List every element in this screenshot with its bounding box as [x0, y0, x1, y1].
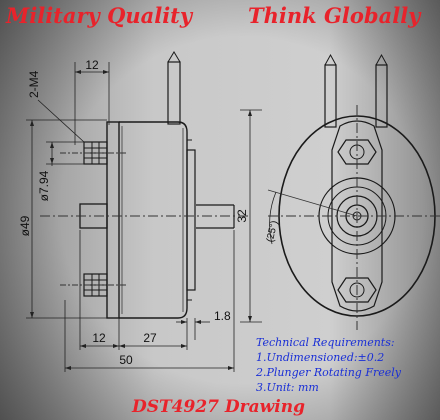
dim-angle: (25°)	[265, 220, 280, 244]
front-flange	[331, 120, 383, 312]
tech-requirements-heading: Technical Requirements:	[256, 336, 395, 349]
angle-arc	[269, 191, 277, 245]
side-view	[40, 51, 250, 319]
front-bottom-nut	[337, 277, 377, 303]
front-bottom-nut-hole	[349, 282, 365, 298]
dimension-labels: 2-M4 12 ø7.94 ø49 32 (25°) 1.8 12 27 50	[18, 58, 280, 367]
dim-body-diameter: ø49	[18, 215, 32, 236]
angle-line	[267, 189, 358, 217]
dim-hole-diameter: ø7.94	[37, 170, 51, 201]
terminal-pin	[167, 61, 181, 125]
tech-requirement-item: 2.Plunger Rotating Freely	[256, 366, 401, 379]
front-pin-right-tip	[375, 53, 388, 66]
front-view	[267, 53, 440, 330]
tech-requirement-item: 1.Undimensioned:±0.2	[256, 351, 385, 364]
dim-shaft-height: 32	[235, 209, 249, 223]
front-pin-right	[375, 64, 388, 128]
dim-total-length: 50	[119, 353, 133, 367]
dim-body-length: 27	[143, 331, 157, 345]
dimension-arrows	[30, 70, 252, 370]
dim-screw-spec: 2-M4	[27, 70, 41, 98]
dim-flange-thickness: 1.8	[214, 309, 231, 323]
rear-cap	[186, 149, 196, 291]
terminal-pin-tip	[167, 51, 181, 63]
front-pin-left	[324, 64, 337, 128]
tagline-left: Military Quality	[6, 3, 193, 28]
tech-requirement-item: 3.Unit: mm	[256, 381, 319, 394]
dim-screw-offset: 12	[85, 58, 99, 72]
technical-requirements: Technical Requirements: 1.Undimensioned:…	[256, 335, 440, 395]
front-pin-left-tip	[324, 53, 337, 66]
side-dimensions	[26, 62, 262, 372]
front-top-nut	[337, 139, 377, 165]
drawing-title: DST4927 Drawing	[132, 397, 305, 417]
dim-front-length: 12	[92, 331, 106, 345]
tagline-right: Think Globally	[248, 3, 421, 28]
